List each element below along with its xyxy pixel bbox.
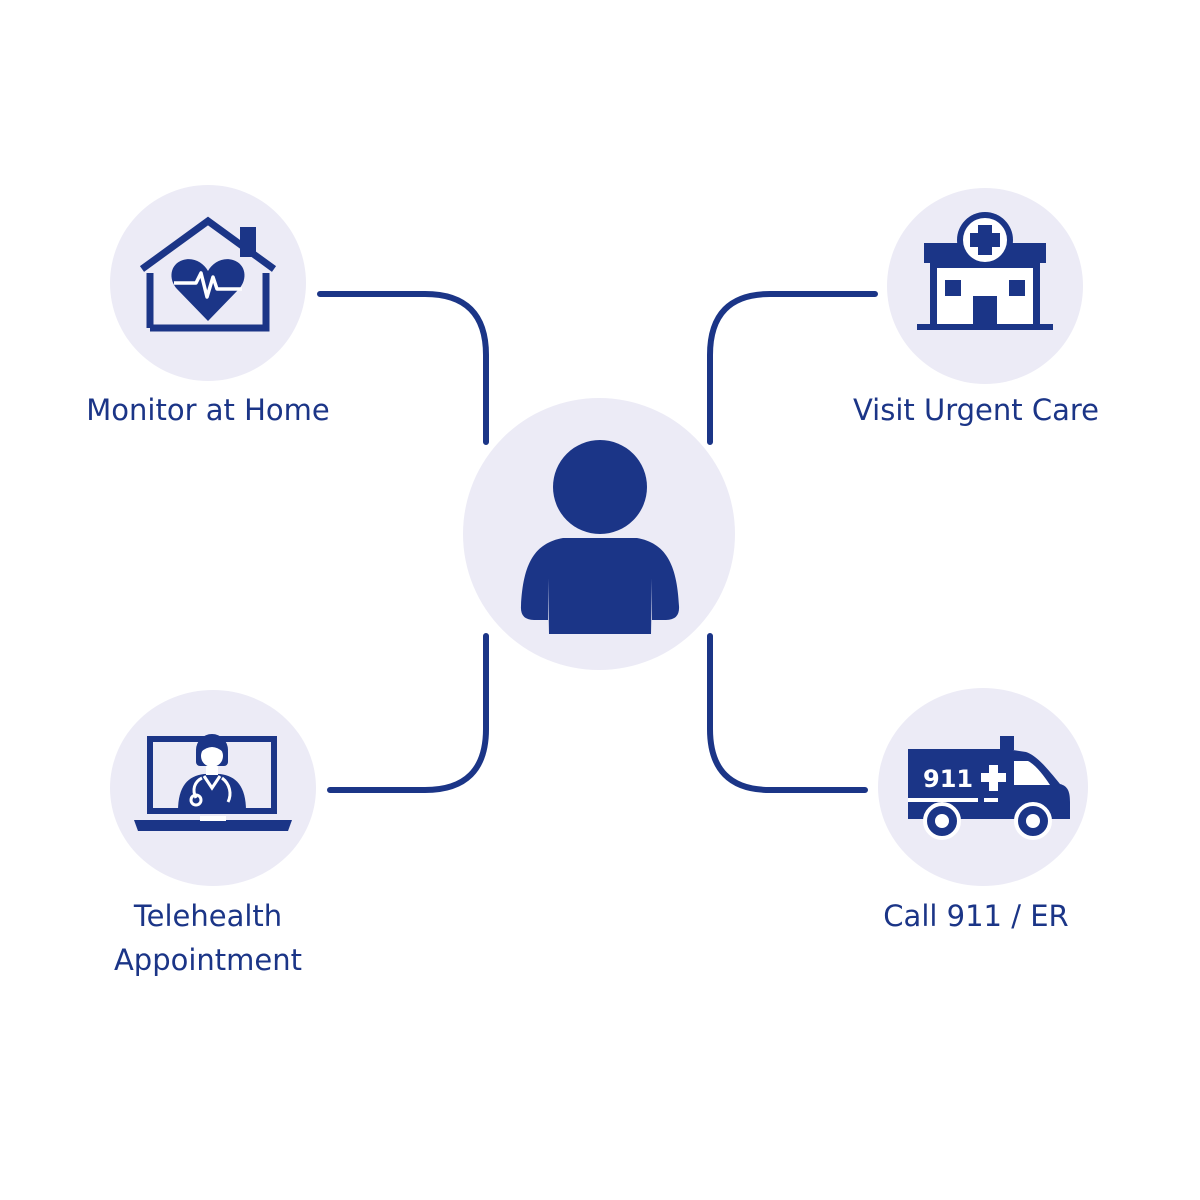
laptop-doctor-icon <box>134 734 292 831</box>
option-call-911-label: Call 911 / ER <box>883 899 1069 933</box>
option-monitor-home-label: Monitor at Home <box>86 393 330 427</box>
house-heart-icon <box>139 216 277 332</box>
connector-top-left <box>317 291 489 445</box>
connector-bottom-right <box>707 633 868 793</box>
connector-top-right <box>707 291 878 445</box>
option-telehealth-node[interactable] <box>110 690 316 886</box>
option-urgent-care-node[interactable] <box>887 188 1083 384</box>
person-icon <box>520 440 680 634</box>
center-person-node <box>463 398 735 670</box>
option-telehealth-label: Telehealth Appointment <box>113 899 303 977</box>
ambulance-icon: 911 <box>908 736 1070 840</box>
ambulance-911-text: 911 <box>923 765 973 793</box>
clinic-building-icon <box>917 212 1053 330</box>
option-urgent-care-label: Visit Urgent Care <box>852 393 1100 427</box>
connector-bottom-left <box>327 633 489 793</box>
option-monitor-home-node[interactable] <box>110 185 306 381</box>
option-call-911-node[interactable]: 911 <box>878 688 1088 886</box>
